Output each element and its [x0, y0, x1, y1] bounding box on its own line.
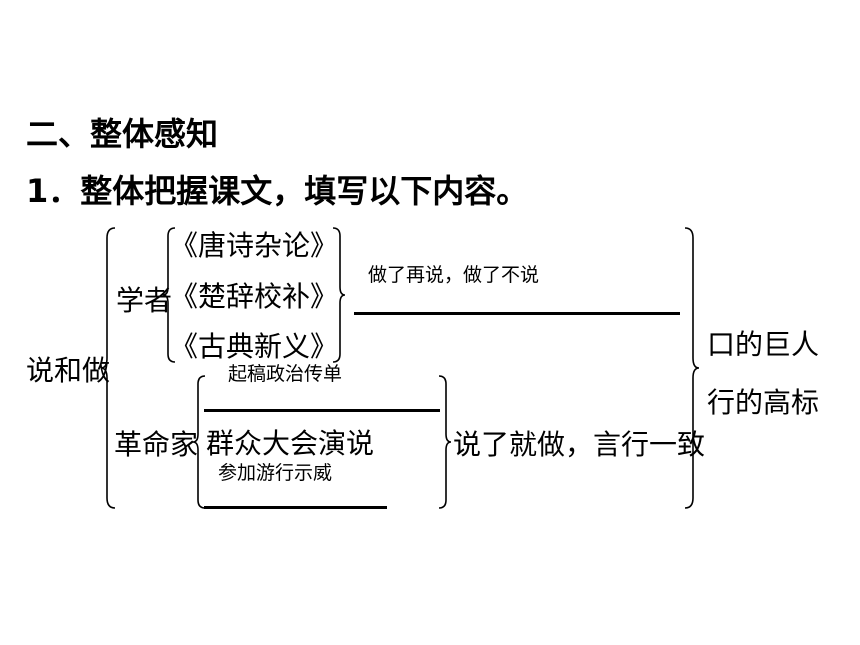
conclusion-line-1: 口的巨人	[707, 328, 820, 361]
task-instruction: 1．整体把握课文，填写以下内容。	[26, 172, 529, 210]
revolutionary-items-close-brace	[438, 375, 452, 509]
revolutionary-top-blank	[204, 409, 440, 412]
scholar-works-brace	[162, 227, 176, 363]
revolutionary-item: 群众大会演说	[206, 427, 375, 460]
scholar-work-1: 《唐诗杂论》	[170, 229, 339, 262]
revolutionary-label: 革命家	[114, 428, 199, 461]
revolutionary-answer-bottom: 参加游行示威	[218, 462, 333, 484]
outer-right-brace	[684, 227, 700, 509]
revolutionary-answer-top: 起稿政治传单	[228, 363, 343, 385]
scholar-work-2: 《楚辞校补》	[170, 280, 339, 313]
root-label: 说和做	[26, 354, 111, 387]
scholar-label: 学者	[116, 284, 173, 317]
conclusion-line-2: 行的高标	[707, 386, 820, 419]
section-heading: 二、整体感知	[26, 115, 219, 153]
revolutionary-summary: 说了就做，言行一致	[453, 428, 706, 461]
revolutionary-items-brace	[192, 375, 206, 509]
scholar-works-close-brace	[332, 227, 346, 363]
outer-left-brace	[100, 227, 116, 509]
scholar-answer: 做了再说，做了不说	[368, 264, 540, 286]
scholar-answer-blank	[354, 312, 680, 315]
scholar-work-3: 《古典新义》	[170, 330, 339, 363]
revolutionary-bottom-blank	[204, 506, 387, 509]
